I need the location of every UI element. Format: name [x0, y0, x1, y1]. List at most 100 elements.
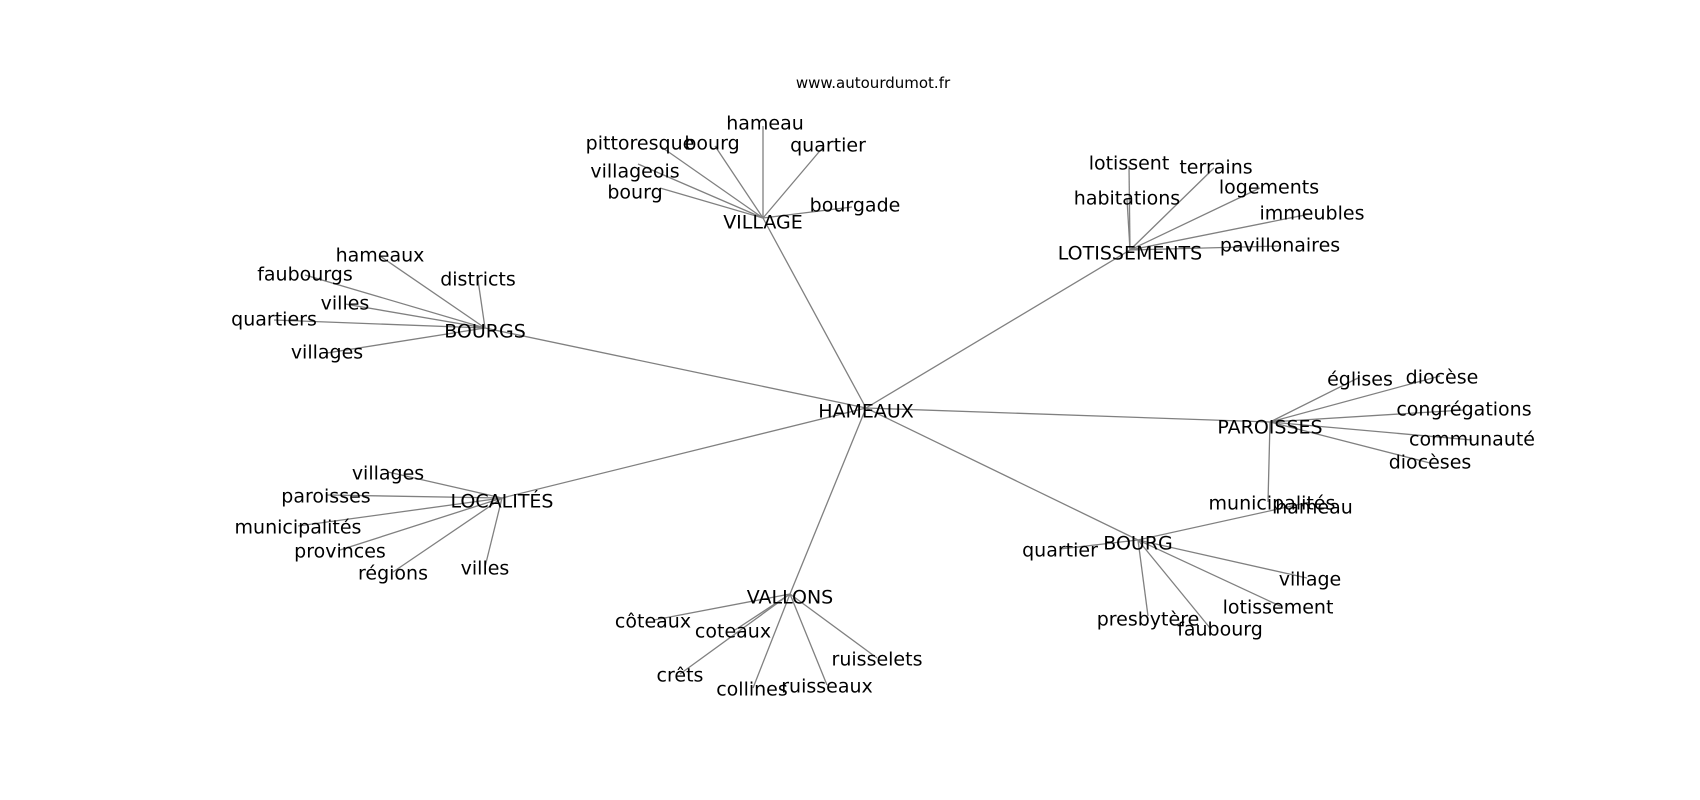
edge-bourg-leaf	[1137, 539, 1308, 579]
leaf-label: paroisses	[281, 486, 370, 508]
edge-bourg-leaf	[1137, 501, 1311, 541]
edge-localites-leaf	[484, 497, 503, 568]
leaf-label: hameaux	[336, 245, 425, 267]
edge-vallons-leaf	[789, 593, 828, 686]
edge-bourgs-leaf	[326, 327, 486, 354]
leaf-label: pittoresque	[586, 133, 695, 155]
leaf-label: villes	[321, 293, 370, 315]
edge-village-leaf	[762, 206, 853, 219]
leaf-label: terrains	[1179, 157, 1252, 179]
leaf-label: hameau	[726, 113, 804, 135]
edge-bourgs-leaf	[304, 274, 486, 329]
leaf-label: villages	[352, 463, 424, 485]
edge-center-bourg	[865, 407, 1139, 541]
edge-lotissements-leaf	[1129, 245, 1281, 251]
leaf-label: communauté	[1409, 429, 1535, 451]
edge-lotissements-leaf	[1128, 165, 1131, 251]
leaf-label: diocèse	[1406, 367, 1479, 389]
edge-village-leaf	[637, 163, 764, 219]
leaf-label: habitations	[1074, 188, 1180, 210]
leaf-label: collines	[716, 679, 788, 701]
edge-center-bourgs	[484, 327, 867, 409]
edge-center-lotissements	[865, 249, 1131, 409]
leaf-label: faubourg	[1177, 619, 1263, 641]
edge-village-leaf	[659, 187, 764, 219]
hub-label-bourg: BOURG	[1103, 533, 1173, 555]
leaf-label: quartier	[1022, 540, 1098, 562]
edge-center-paroisses	[865, 407, 1271, 423]
leaf-label: faubourgs	[257, 264, 353, 286]
leaf-label: congrégations	[1396, 399, 1531, 421]
leaf-label: districts	[440, 269, 516, 291]
edge-village-leaf	[659, 145, 764, 219]
leaf-label: logements	[1219, 177, 1319, 199]
leaf-label: côteaux	[615, 611, 691, 633]
leaf-label: pavillonaires	[1220, 235, 1340, 257]
edge-center-village	[762, 217, 867, 409]
center-label: HAMEAUX	[818, 401, 914, 423]
edge-paroisses-leaf	[1269, 409, 1465, 423]
edge-bourgs-leaf	[344, 303, 486, 329]
edge-vallons-leaf	[789, 593, 878, 659]
leaf-label: provinces	[294, 541, 386, 563]
edge-localites-leaf	[297, 497, 503, 527]
leaf-label: quartier	[790, 135, 866, 157]
edge-village-leaf	[714, 145, 764, 219]
leaf-label: hameau	[1275, 497, 1353, 519]
edge-paroisses-leaf	[1269, 377, 1359, 423]
leaf-label: presbytère	[1097, 609, 1200, 631]
edge-paroisses-leaf	[1269, 421, 1473, 441]
leaf-label: bourg	[684, 133, 739, 155]
edge-village-leaf	[762, 145, 825, 219]
leaf-label: villages	[291, 342, 363, 364]
edge-center-vallons	[789, 407, 867, 595]
hub-label-localites: LOCALITÉS	[451, 490, 554, 513]
edge-bourgs-leaf	[379, 255, 486, 329]
edge-paroisses-leaf	[1269, 375, 1441, 423]
leaf-label: villageois	[590, 161, 679, 183]
edge-vallons-leaf	[752, 593, 791, 689]
edge-localites-leaf	[387, 471, 503, 499]
edge-localites-leaf	[339, 497, 503, 551]
leaf-label: village	[1279, 569, 1341, 591]
edge-lotissements-leaf	[1129, 187, 1261, 251]
edge-bourg-leaf	[1137, 539, 1149, 617]
leaf-label: crêts	[657, 665, 704, 687]
edge-bourg-leaf	[1137, 539, 1281, 607]
leaf-label: coteaux	[695, 621, 771, 643]
graph-edges	[273, 126, 1473, 689]
leaf-label: immeubles	[1260, 203, 1365, 225]
edge-bourg-leaf	[1059, 539, 1139, 550]
hub-label-bourgs: BOURGS	[444, 321, 526, 343]
leaf-label: lotissement	[1223, 597, 1334, 619]
leaf-label: diocèses	[1389, 452, 1472, 474]
leaf-label: ruisseaux	[781, 676, 873, 698]
leaf-label: bourgade	[810, 195, 901, 217]
leaf-label: municipalités	[235, 517, 362, 539]
edge-lotissements-leaf	[1126, 198, 1131, 251]
leaf-label: églises	[1327, 369, 1393, 391]
hub-label-vallons: VALLONS	[747, 587, 834, 609]
leaf-label: régions	[358, 563, 428, 585]
leaf-label: ruisselets	[832, 649, 923, 671]
leaf-label: municipalités	[1209, 493, 1336, 515]
leaf-label: quartiers	[231, 309, 317, 331]
leaf-label: lotissent	[1089, 153, 1170, 175]
edge-vallons-leaf	[679, 593, 791, 675]
hub-label-lotissements: LOTISSEMENTS	[1058, 243, 1202, 265]
site-url: www.autourdumot.fr	[796, 74, 951, 92]
leaf-label: villes	[461, 558, 510, 580]
hub-label-paroisses: PAROISSES	[1217, 417, 1322, 439]
edge-bourg-leaf	[1137, 539, 1211, 629]
hub-label-village: VILLAGE	[723, 212, 803, 234]
edge-vallons-leaf	[653, 593, 791, 621]
edge-center-localites	[501, 407, 867, 499]
edge-localites-leaf	[392, 497, 503, 573]
leaf-label: bourg	[607, 182, 662, 204]
edge-bourgs-leaf	[477, 279, 486, 329]
edge-bourgs-leaf	[273, 319, 486, 329]
edge-paroisses-leaf	[1267, 421, 1271, 503]
edge-lotissements-leaf	[1129, 213, 1311, 251]
